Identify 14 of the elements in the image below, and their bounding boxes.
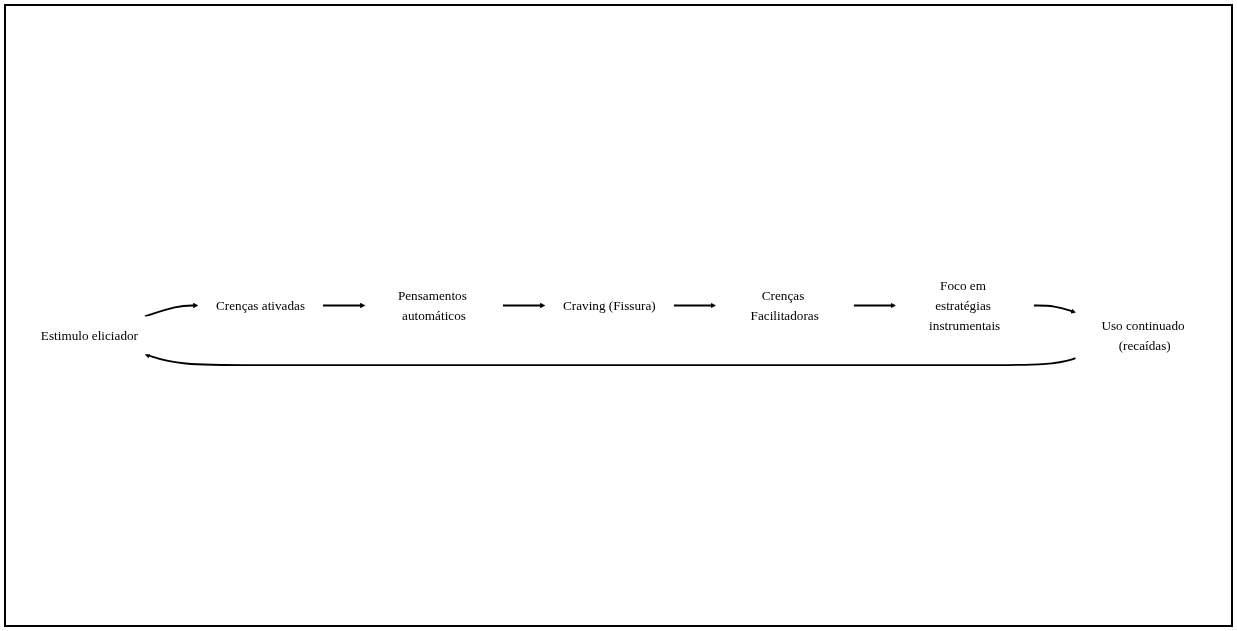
arrow <box>144 302 199 317</box>
node-text: Foco em estratégias instrumentais <box>929 277 1001 333</box>
node-text: Pensamentos automáticos <box>398 287 468 323</box>
arrow <box>144 352 1077 366</box>
node-text: Crenças Facilitadoras <box>750 287 820 323</box>
arrow <box>673 302 717 308</box>
node-text: Crenças ativadas <box>216 297 306 313</box>
arrow <box>1033 304 1077 313</box>
arrow <box>853 302 897 308</box>
node-text: Uso continuado (recaídas) <box>1101 317 1185 353</box>
node-text: Estimulo eliciador <box>41 327 139 343</box>
arrow <box>322 302 366 308</box>
arrow <box>502 302 546 308</box>
node-text: Craving (Fissura) <box>563 297 656 313</box>
